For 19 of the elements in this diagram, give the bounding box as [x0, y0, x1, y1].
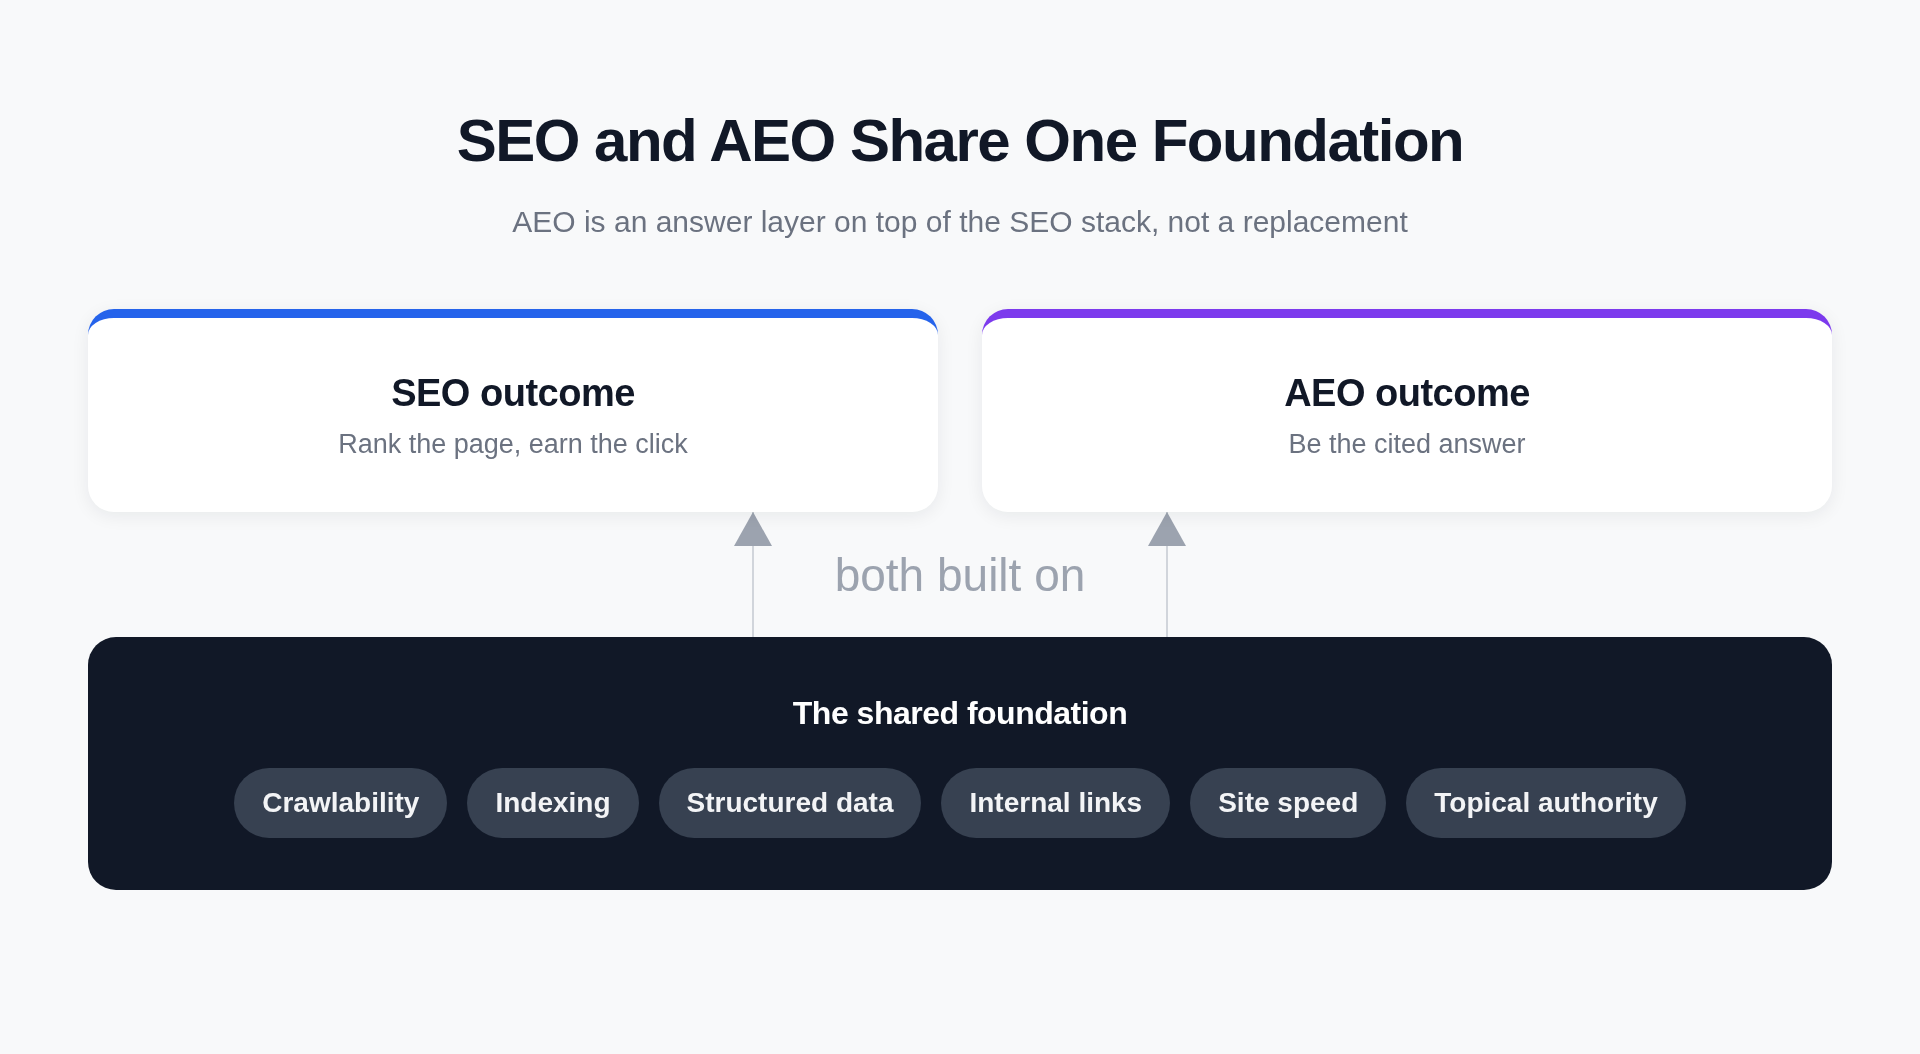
topic-tag: Structured data [658, 768, 922, 838]
subtitle: AEO is an answer layer on top of the SEO stack, not a replacement [512, 204, 1408, 240]
topic-tag: Indexing [467, 768, 639, 838]
connector-label: both built on [834, 548, 1086, 602]
card-description: Rank the page, earn the click [338, 428, 688, 460]
outcome-card [88, 309, 938, 512]
topic-tag: Internal links [941, 768, 1171, 838]
topic-tag: Crawlability [234, 768, 448, 838]
outcome-card [982, 309, 1832, 512]
topic-tag: Topical authority [1406, 768, 1686, 838]
arrow [1148, 511, 1186, 638]
card-description: Be the cited answer [1288, 428, 1526, 460]
topic-tag: Site speed [1190, 768, 1387, 838]
title: SEO and AEO Share One Foundation [456, 108, 1464, 174]
card-title: SEO outcome [391, 371, 635, 416]
arrow [734, 511, 772, 638]
foundation-panel [88, 637, 1832, 890]
card-title: AEO outcome [1284, 371, 1530, 416]
panel-heading: The shared foundation [792, 694, 1128, 733]
